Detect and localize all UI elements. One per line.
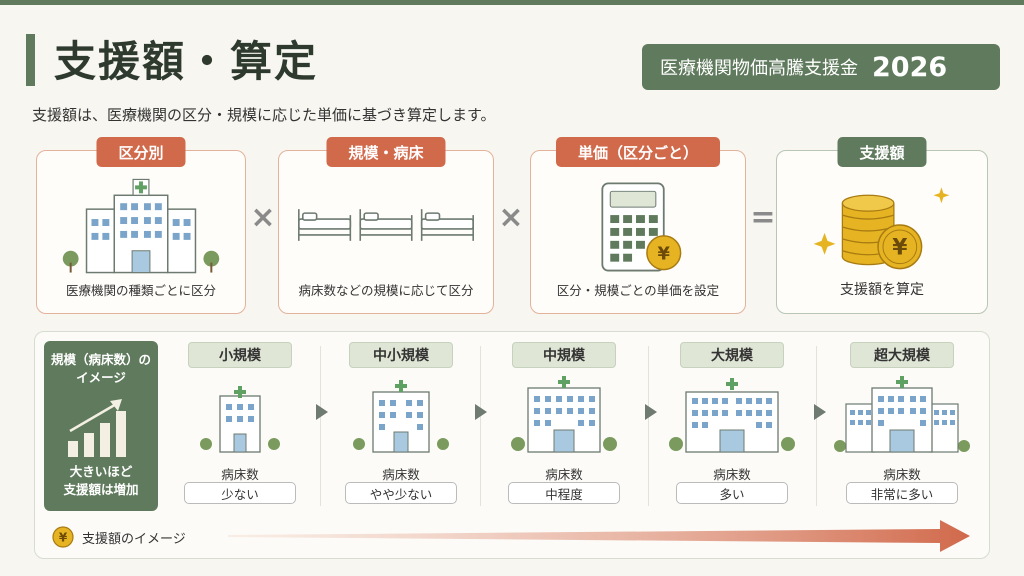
side-footer-line: 支援額は増加 (63, 482, 139, 497)
chevron-right-icon (645, 404, 657, 420)
side-footer-line: 大きいほど (69, 464, 133, 479)
times-operator: × (498, 200, 524, 235)
hospital-large-icon (669, 378, 795, 453)
chevron-right-icon (475, 404, 487, 420)
yen-coin-icon: ¥ (52, 526, 74, 548)
scale-step-medium: 中規模 病床数 中程度 (496, 340, 632, 510)
step-value: 少ない (184, 482, 296, 504)
scale-step-extra-large: 超大規模 病床数 非常に多い (834, 340, 970, 510)
badge-text: 医療機関物価高騰支援金 (660, 58, 858, 79)
step-beds-label: 病床数 (883, 467, 921, 482)
card-support-amount: 支援額 ¥ 支援額を算定 (776, 137, 988, 314)
step-value: 非常に多い (846, 482, 958, 504)
times-operator: × (250, 200, 276, 235)
support-legend: ¥ 支援額のイメージ (52, 526, 186, 548)
equals-operator: = (750, 200, 776, 235)
hospital-small-medium-icon (353, 380, 449, 453)
scale-side-panel: 規模（病床数）の イメージ 大きいほど 支援額は増加 (44, 341, 158, 511)
card-caption: 医療機関の種類ごとに区分 (65, 283, 216, 298)
page-title: 支援額・算定 (54, 37, 319, 86)
step-value: 中程度 (508, 482, 620, 504)
card-caption: 支援額を算定 (840, 282, 924, 298)
step-label: 大規模 (680, 342, 784, 368)
chevron-right-icon (316, 404, 328, 420)
side-heading-line: イメージ (76, 370, 126, 385)
divider (648, 346, 649, 506)
hospital-extra-large-icon (834, 376, 970, 453)
side-heading-line: 規模（病床数）の (50, 352, 151, 367)
svg-text:¥: ¥ (59, 531, 68, 545)
top-accent-bar (0, 0, 1024, 5)
step-beds-label: 病床数 (545, 467, 583, 482)
hospital-icon (62, 178, 220, 274)
program-badge: 医療機関物価高騰支援金 2026 (642, 44, 1000, 90)
step-value: やや少ない (345, 482, 457, 504)
svg-text:¥: ¥ (658, 244, 671, 265)
hospital-small-icon (200, 386, 280, 453)
badge-year: 2026 (872, 51, 948, 83)
side-heading: 規模（病床数）の イメージ (44, 351, 158, 387)
step-label: 小規模 (188, 342, 292, 368)
chevron-right-icon (814, 404, 826, 420)
hospital-medium-icon (511, 376, 617, 453)
svg-text:¥: ¥ (892, 236, 907, 261)
legend-text: 支援額のイメージ (82, 531, 186, 547)
scale-step-small: 小規模 病床数 少ない (172, 340, 308, 510)
divider (320, 346, 321, 506)
divider (480, 346, 481, 506)
calculator-icon: ¥ (601, 182, 682, 272)
scale-step-large: 大規模 病床数 多い (664, 340, 800, 510)
card-label: 単価（区分ごと） (555, 137, 721, 167)
title-accent (26, 34, 35, 86)
growth-chart-icon (68, 399, 126, 457)
step-label: 超大規模 (850, 342, 954, 368)
card-caption: 区分・規模ごとの単価を設定 (556, 283, 720, 298)
scale-panel (34, 331, 990, 559)
scale-step-small-medium: 中小規模 病床数 やや少ない (333, 340, 469, 510)
card-caption: 病床数などの規模に応じて区分 (298, 283, 474, 298)
step-label: 中規模 (512, 342, 616, 368)
increase-arrow (228, 520, 970, 552)
card-label: 規模・病床 (326, 137, 446, 167)
step-label: 中小規模 (349, 342, 453, 368)
bed-icon (298, 209, 474, 241)
side-footer: 大きいほど 支援額は増加 (44, 463, 158, 499)
subtitle: 支援額は、医療機関の区分・規模に応じた単価に基づき算定します。 (32, 106, 496, 124)
card-label: 区分別 (96, 137, 186, 167)
card-label: 支援額 (837, 137, 927, 167)
card-scale: 規模・病床 病床数などの規模に応じて区分 (278, 137, 494, 314)
yen-coins-icon: ¥ (813, 187, 950, 270)
step-value: 多い (676, 482, 788, 504)
card-unit-price: 単価（区分ごと） ¥ 区分・規模ごとの単価を設定 (530, 137, 746, 314)
step-beds-label: 病床数 (713, 467, 751, 482)
card-category: 区分別 医療機関の種類ごとに区分 (36, 137, 246, 314)
divider (816, 346, 817, 506)
step-beds-label: 病床数 (382, 467, 420, 482)
step-beds-label: 病床数 (221, 467, 259, 482)
